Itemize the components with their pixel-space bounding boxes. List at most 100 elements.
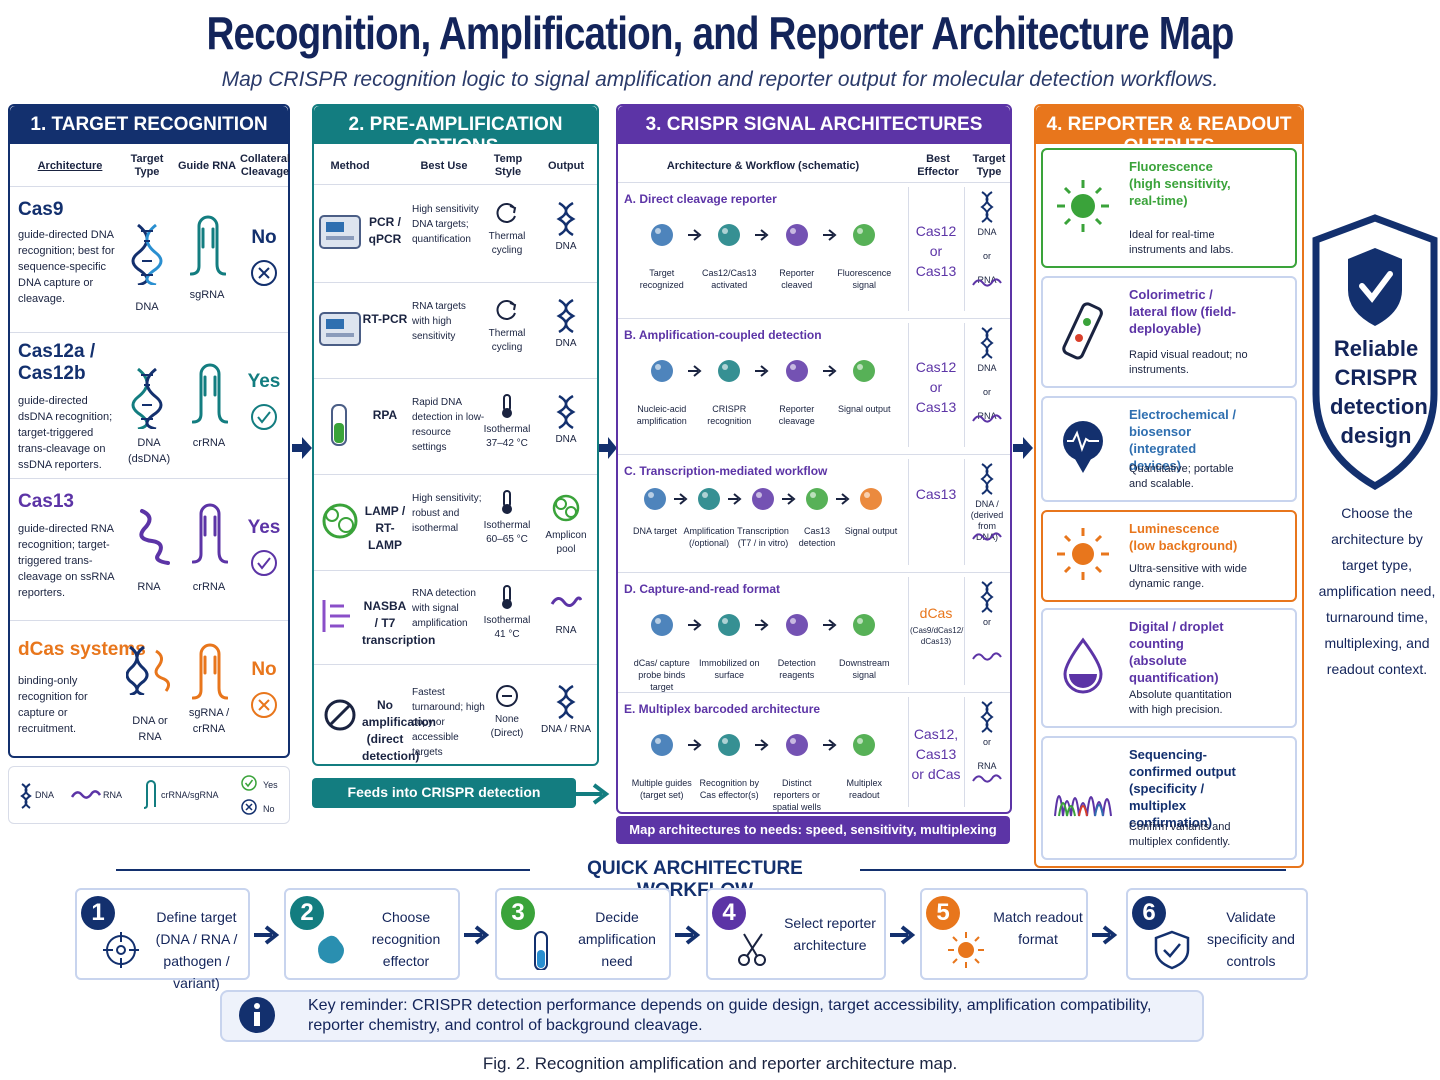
guide-icon bbox=[143, 780, 156, 809]
arrow-right-icon bbox=[674, 493, 688, 505]
workflow-step: 6 Validate specificity and controls bbox=[1126, 888, 1308, 980]
fluorescence-icon bbox=[1057, 180, 1109, 232]
effector-name: Cas9 bbox=[18, 199, 64, 220]
step-label: Reporter cleaved bbox=[779, 268, 815, 290]
arrow-right-icon bbox=[687, 619, 702, 631]
step-icon bbox=[785, 224, 808, 246]
workflow-step: 3 Decide amplification need bbox=[495, 888, 671, 980]
architecture-title: A. Direct cleavage reporter bbox=[624, 192, 777, 206]
step-icon bbox=[650, 224, 673, 246]
effector-name: Cas13 bbox=[18, 491, 74, 512]
tube-icon bbox=[534, 931, 548, 970]
step-text: Match readout format bbox=[993, 909, 1083, 947]
readout-card: Digital / droplet counting (absolute qua… bbox=[1041, 608, 1297, 728]
step-label: Fluorescence signal bbox=[837, 268, 892, 290]
p3-row: B. Amplification-coupled detection Nucle… bbox=[618, 318, 1010, 450]
workflow-step: 4 Select reporter architecture bbox=[706, 888, 886, 980]
target-icon bbox=[103, 932, 139, 968]
sun-icon bbox=[948, 932, 984, 968]
step-label: Signal output bbox=[844, 526, 898, 536]
col-divider bbox=[908, 697, 909, 807]
readout-card: Sequencing-confirmed output (specificity… bbox=[1041, 736, 1297, 860]
step-number: 5 bbox=[926, 896, 960, 930]
p2-row: LAMP / RT-LAMP High sensitivity; robust … bbox=[314, 474, 597, 566]
thermometer-icon bbox=[502, 585, 512, 609]
collateral-value: No bbox=[251, 227, 277, 248]
col-output: Output bbox=[547, 159, 585, 172]
col-architecture-workflow: Architecture & Workflow (schematic) bbox=[666, 159, 860, 172]
step-icon bbox=[650, 734, 673, 756]
workflow-step: 1 Define target (DNA / RNA / pathogen / … bbox=[75, 888, 250, 991]
lateral-flow-icon bbox=[1062, 302, 1103, 360]
collateral-value: No bbox=[251, 659, 277, 680]
arrow-right-icon bbox=[687, 365, 702, 377]
rna-icon bbox=[972, 414, 1002, 423]
step-label: Cas13 detection bbox=[798, 526, 836, 548]
best-effector: dCas bbox=[919, 605, 953, 621]
col-divider bbox=[964, 459, 965, 565]
step-number: 4 bbox=[712, 896, 746, 930]
col-divider bbox=[964, 187, 965, 311]
target-type: DNA or RNA bbox=[132, 715, 168, 743]
col-method: Method bbox=[330, 159, 370, 172]
target-type-label: or bbox=[982, 387, 991, 397]
effector-desc: guide-directed dsDNA recognition; target… bbox=[18, 395, 113, 471]
temp-style: None (Direct) bbox=[490, 714, 524, 739]
col-target-type: Target Type bbox=[130, 153, 164, 178]
arrow-right-icon bbox=[782, 493, 796, 505]
step-number: 6 bbox=[1132, 896, 1166, 930]
arrow-right-icon bbox=[574, 783, 610, 805]
readout-desc: Ultra-sensitive with wide dynamic range. bbox=[1129, 563, 1247, 590]
step-label: Detection reagents bbox=[777, 658, 816, 680]
arrow-right-icon bbox=[890, 925, 916, 945]
temp-style: Isothermal 60–65 °C bbox=[483, 520, 531, 545]
no-icon bbox=[251, 260, 277, 286]
best-effector: Cas13 bbox=[915, 486, 957, 502]
arrow-right-icon bbox=[599, 437, 617, 459]
dna-icon bbox=[131, 223, 163, 285]
output: Amplicon pool bbox=[545, 530, 587, 555]
crrna-icon bbox=[192, 503, 228, 564]
arrow-right-icon bbox=[728, 493, 742, 505]
best-use: Fastest turnaround; high copy or accessi… bbox=[412, 687, 485, 758]
readout-desc: Quantitative; portable and scalable. bbox=[1129, 463, 1234, 490]
target-type: RNA bbox=[137, 581, 161, 593]
legend-rna: RNA bbox=[103, 790, 123, 800]
arrow-right-icon bbox=[687, 739, 702, 751]
p3-row: D. Capture-and-read format dCas/ capture… bbox=[618, 572, 1010, 692]
target-type-label: RNA bbox=[977, 411, 997, 421]
col-divider bbox=[908, 187, 909, 311]
col-divider bbox=[964, 697, 965, 807]
legend-guide: crRNA/sgRNA bbox=[161, 790, 219, 800]
biosensor-icon bbox=[1063, 421, 1103, 473]
step-icon bbox=[718, 734, 741, 756]
target-type-label: DNA / (derived from DNA) bbox=[970, 499, 1004, 542]
shield-check-icon bbox=[1154, 930, 1190, 970]
panel-header: 1. TARGET RECOGNITION bbox=[10, 106, 288, 144]
step-label: Target recognized bbox=[639, 268, 684, 290]
effector-desc: guide-directed DNA recognition; best for… bbox=[18, 229, 115, 305]
legend-dna: DNA bbox=[35, 790, 55, 800]
temp-style: Thermal cycling bbox=[488, 231, 526, 256]
method-icon bbox=[324, 699, 356, 731]
temp-style: Isothermal 41 °C bbox=[483, 615, 531, 640]
target-type-label: DNA bbox=[977, 363, 997, 373]
sgrna-icon bbox=[190, 215, 226, 276]
readout-card: Electrochemical / biosensor (integrated … bbox=[1041, 396, 1297, 502]
p2-row: NASBA / T7 transcription RNA detection w… bbox=[314, 570, 597, 660]
p3-footer-label: Map architectures to needs: speed, sensi… bbox=[629, 822, 997, 837]
reminder-text: Key reminder: CRISPR detection performan… bbox=[308, 997, 1152, 1034]
dna-icon bbox=[556, 202, 576, 236]
arrow-right-icon bbox=[822, 739, 837, 751]
step-label: Reporter cleavage bbox=[778, 404, 815, 426]
arrow-right-icon bbox=[1013, 437, 1033, 459]
panel-header: 3. CRISPR SIGNAL ARCHITECTURES bbox=[618, 106, 1010, 144]
step-text: Select reporter architecture bbox=[784, 915, 876, 953]
step-icon bbox=[853, 614, 876, 636]
step-label: dCas/ capture probe binds target bbox=[633, 658, 690, 692]
yes-icon bbox=[241, 775, 257, 791]
info-icon bbox=[239, 997, 275, 1033]
yes-icon bbox=[251, 550, 277, 576]
step-icon bbox=[718, 614, 741, 636]
col-temp: Temp Style bbox=[493, 153, 523, 178]
